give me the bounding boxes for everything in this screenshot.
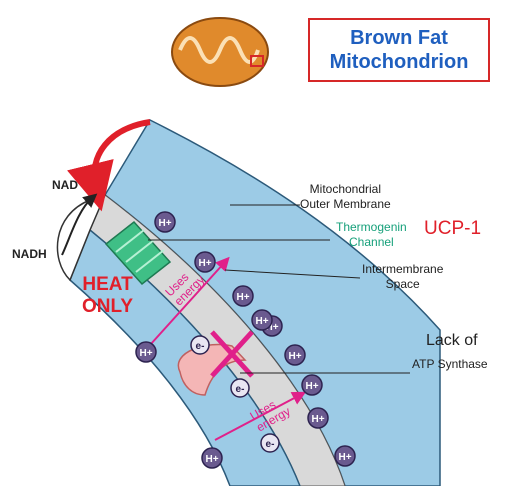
electron-icon: e- (260, 433, 280, 453)
svg-text:H+: H+ (205, 454, 218, 465)
svg-text:H+: H+ (158, 218, 171, 229)
proton-icon: H+ (307, 407, 329, 429)
heat-label-line-1: HEAT (82, 274, 133, 295)
svg-text:H+: H+ (288, 351, 301, 362)
proton-icon: H+ (194, 251, 216, 273)
svg-text:H+: H+ (236, 292, 249, 303)
thermogenin-label-line-2: Channel (349, 235, 394, 249)
title-line-2: Mitochondrion (329, 51, 469, 73)
lack-of-label: Lack of (426, 332, 478, 349)
svg-text:e-: e- (236, 384, 245, 395)
title-line-1: Brown Fat (350, 27, 448, 49)
svg-text:e-: e- (196, 341, 205, 352)
proton-icon: H+ (154, 211, 176, 233)
uses-energy-arrow-lower (214, 391, 307, 441)
nadh-label: NADH (12, 247, 47, 261)
heat-only-label: HEAT ONLY (82, 274, 133, 318)
svg-text:H+: H+ (265, 322, 278, 333)
svg-text:H+: H+ (198, 258, 211, 269)
title-box: Brown Fat Mitochondrion (308, 18, 490, 82)
outer-membrane-label-line-1: Mitochondrial (309, 182, 382, 196)
outer-membrane-label-line-2: Outer Membrane (300, 197, 391, 211)
svg-text:H+: H+ (311, 414, 324, 425)
nadh-to-nad-arrow (61, 193, 98, 256)
ucp1-label: UCP-1 (424, 218, 482, 239)
intermembrane-label: Intermembrane Space (362, 262, 443, 292)
thermogenin-channel (104, 220, 172, 286)
proton-icon: H+ (251, 309, 273, 331)
proton-icon: H+ (135, 341, 157, 363)
proton-icon: H+ (301, 374, 323, 396)
leader-lines (148, 204, 410, 374)
electron-icon: e- (230, 378, 250, 398)
intermembrane-label-line-2: Space (385, 277, 420, 291)
svg-text:H+: H+ (255, 316, 268, 327)
no-synthase-cross-icon (210, 330, 254, 378)
outer-membrane-label: Mitochondrial Outer Membrane (300, 182, 391, 212)
electron-icon: e- (190, 335, 210, 355)
proton-icon: H+ (284, 344, 306, 366)
zoom-arrow (67, 119, 151, 212)
heat-label-line-2: ONLY (82, 296, 134, 317)
uses-energy-arrow-upper (149, 256, 230, 346)
proton-icon: H+ (232, 285, 254, 307)
proton-icon: H+ (334, 445, 356, 467)
mitochondrion-icon (171, 17, 269, 87)
proton-layer: H+H+H+H+H+H+H+H+H+H+H+ (135, 211, 356, 469)
svg-text:H+: H+ (305, 381, 318, 392)
svg-text:H+: H+ (338, 452, 351, 463)
thermogenin-label: Thermogenin Channel (336, 220, 407, 250)
atp-synthase-label: ATP Synthase (412, 357, 488, 371)
svg-text:e-: e- (266, 439, 275, 450)
electron-layer: e-e-e- (190, 335, 280, 453)
thermogenin-label-line-1: Thermogenin (336, 220, 407, 234)
svg-text:H+: H+ (139, 348, 152, 359)
proton-icon: H+ (201, 447, 223, 469)
intermembrane-label-line-1: Intermembrane (362, 262, 444, 276)
nad-label: NAD (52, 178, 78, 192)
